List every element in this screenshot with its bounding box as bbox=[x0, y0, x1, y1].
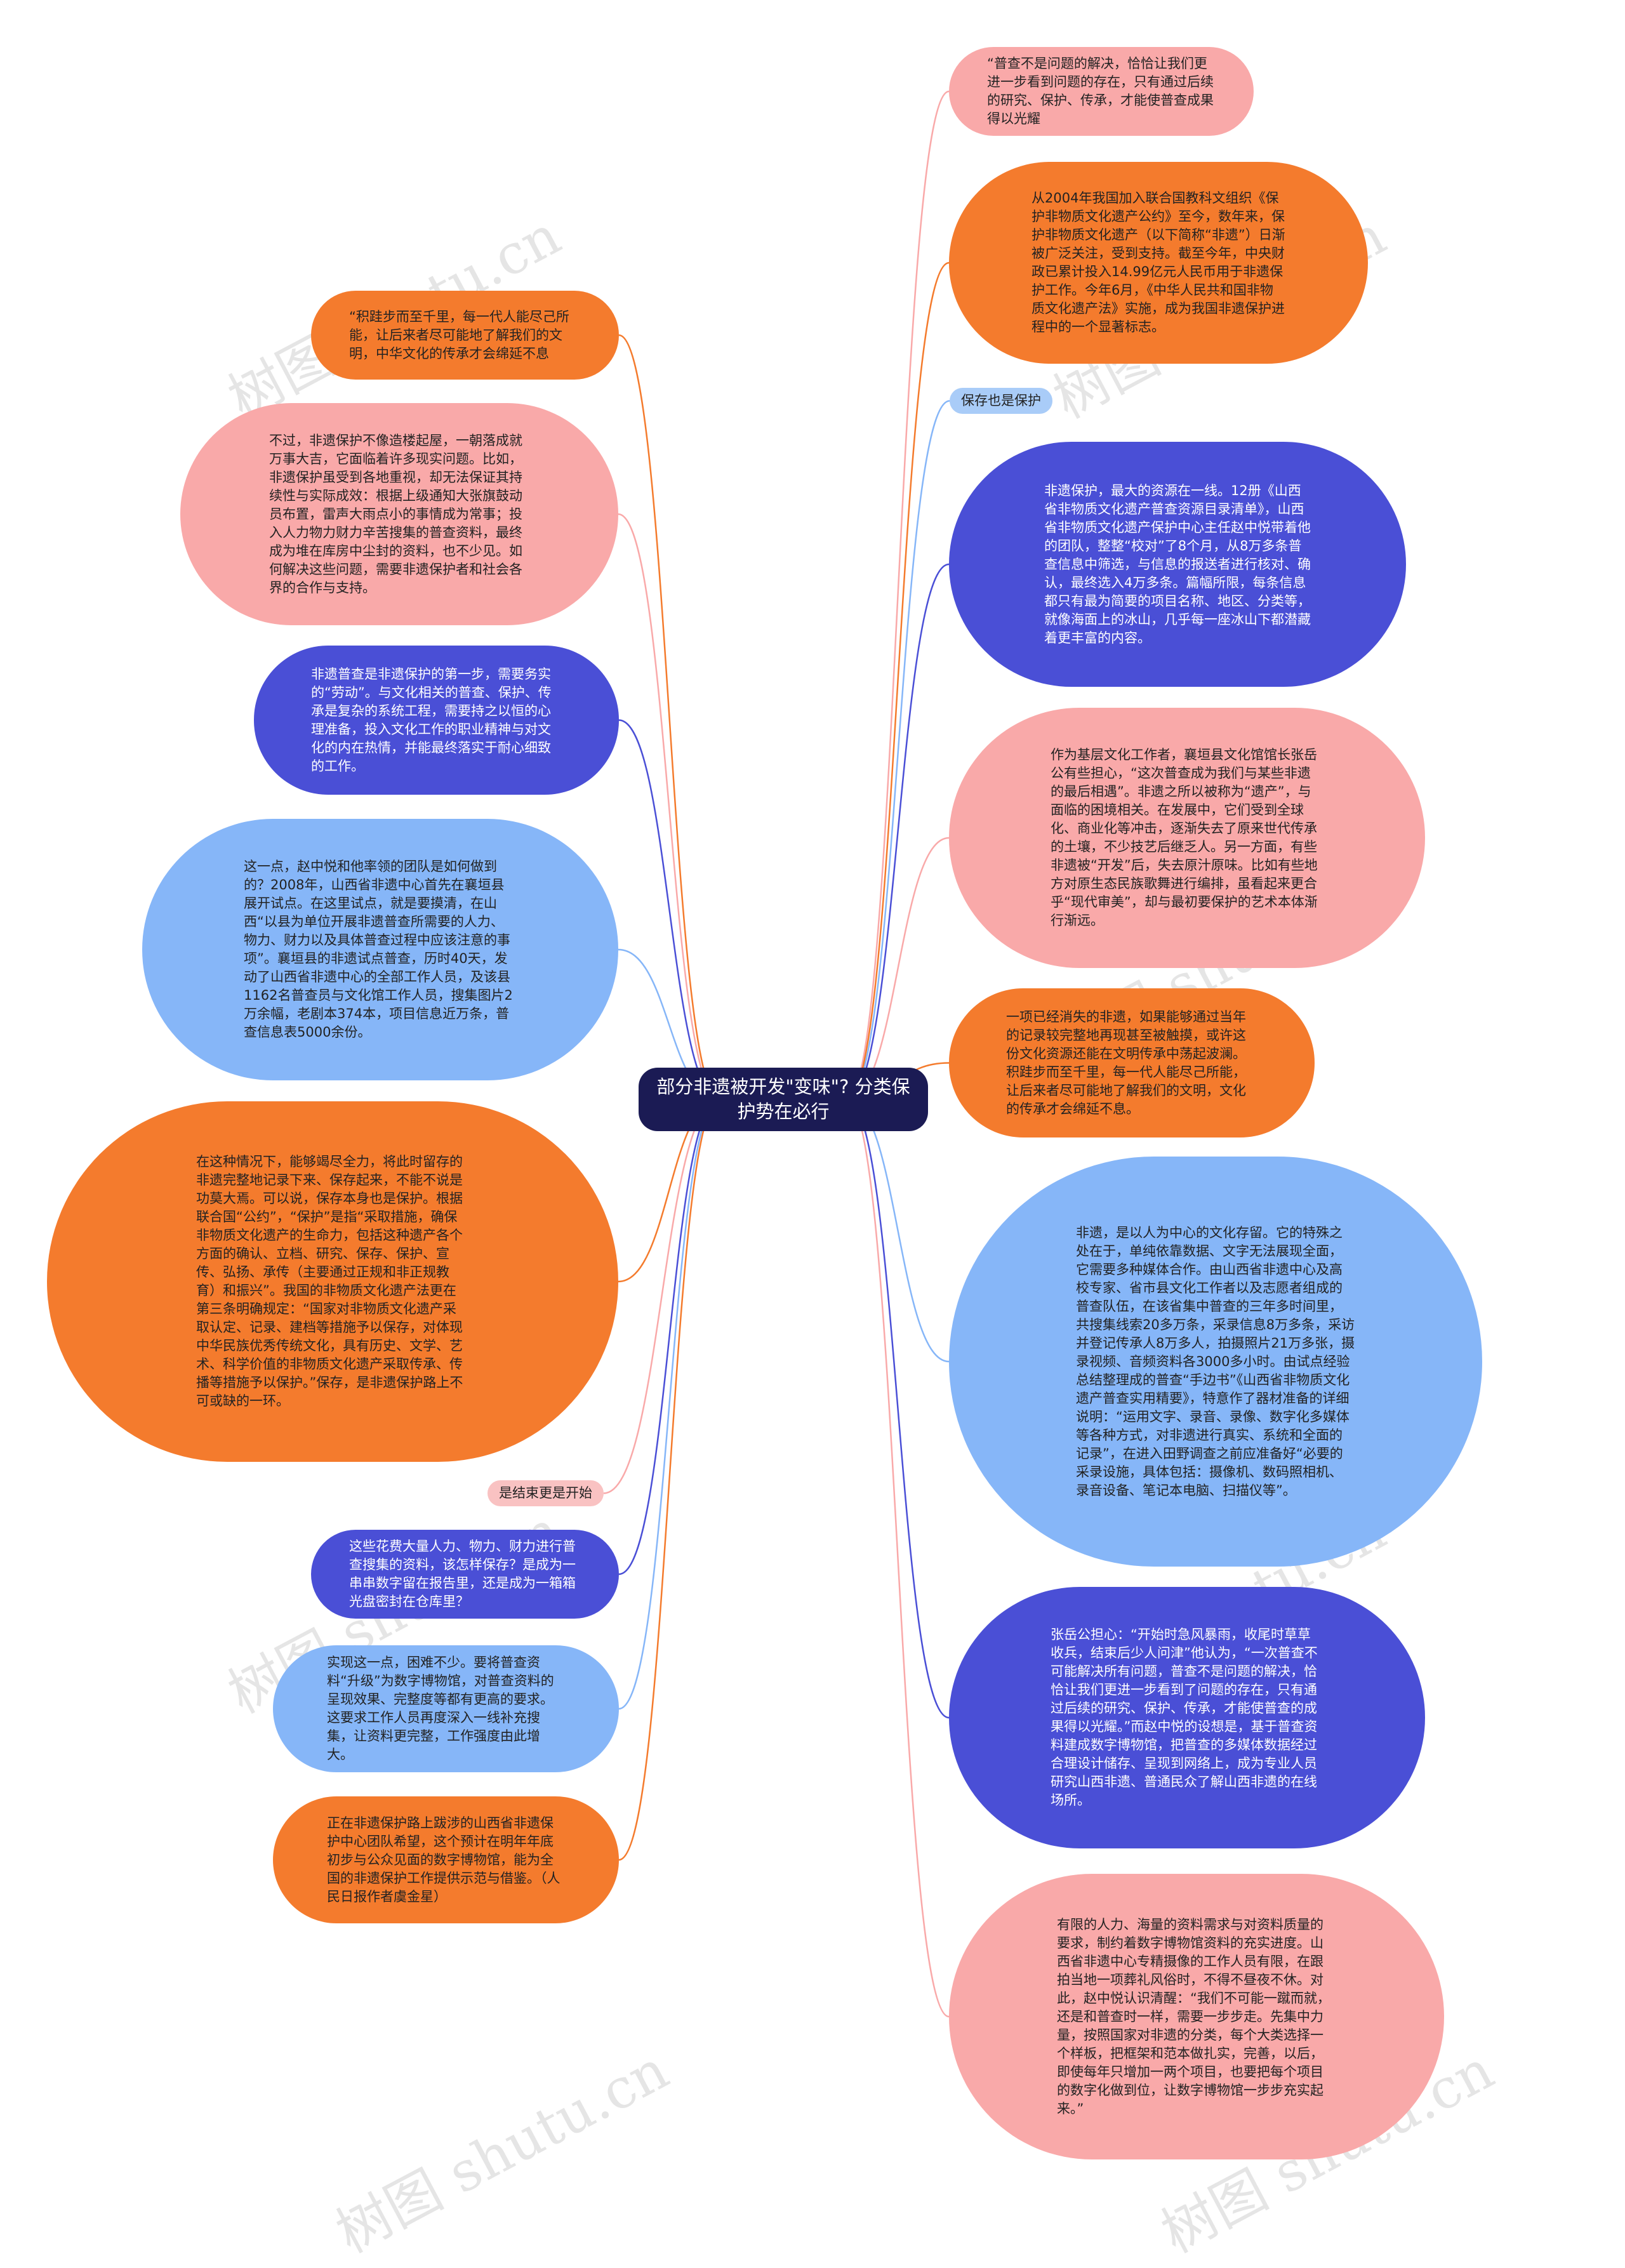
connector-line-5 bbox=[846, 563, 950, 1101]
right-node-4[interactable]: 作为基层文化工作者，襄垣县文化馆馆长张岳公有些担心，“这次普查成为我们与某些非遗… bbox=[949, 708, 1425, 968]
connector-line-8 bbox=[846, 1098, 950, 1363]
connector-line-13 bbox=[618, 719, 720, 1101]
connector-line-18 bbox=[618, 1098, 720, 1861]
right-node-5[interactable]: 一项已经消失的非遗，如果能够通过当年的记录较完整地再现甚至被触摸，或许这份文化资… bbox=[949, 988, 1315, 1137]
right-node-8[interactable]: 有限的人力、海量的资料需求与对资料质量的要求，制约着数字博物馆资料的充实进度。山… bbox=[949, 1874, 1444, 2159]
connector-line-12 bbox=[618, 513, 720, 1101]
left-node-7[interactable]: 实现这一点，困难不少。要将普查资料“升级”为数字博物馆，对普查资料的呈现效果、完… bbox=[273, 1645, 619, 1772]
connector-line-3 bbox=[846, 90, 950, 1101]
center-topic[interactable]: 部分非遗被开发"变味"? 分类保护势在必行 bbox=[639, 1068, 928, 1131]
connector-line-10 bbox=[846, 1098, 950, 2018]
right-node-6[interactable]: 非遗，是以人为中心的文化存留。它的特殊之处在于，单纯依靠数据、文字无法展现全面，… bbox=[949, 1157, 1482, 1567]
left-node-5[interactable]: 在这种情况下，能够竭尽全力，将此时留存的非遗完整地记录下来、保存起来，不能不说是… bbox=[47, 1101, 618, 1462]
left-node-1[interactable]: “积跬步而至千里，每一代人能尽己所能，让后来者尽可能地了解我们的文明，中华文化的… bbox=[311, 291, 619, 380]
connector-line-4 bbox=[846, 262, 950, 1101]
left-node-6[interactable]: 这些花费大量人力、物力、财力进行普查搜集的资料，该怎样保存？是成为一串串数字留在… bbox=[311, 1530, 619, 1619]
connector-line-9 bbox=[846, 1098, 950, 1719]
connector-line-6 bbox=[846, 837, 950, 1101]
right-node-1[interactable]: “普查不是问题的解决，恰恰让我们更进一步看到问题的存在，只有通过后续的研究、保护… bbox=[949, 47, 1254, 136]
left-node-3[interactable]: 非遗普查是非遗保护的第一步，需要务实的“劳动”。与文化相关的普查、保护、传承是复… bbox=[254, 646, 619, 795]
right-node-3[interactable]: 非遗保护，最大的资源在一线。12册《山西省非物质文化遗产普查资源目录清单》，山西… bbox=[949, 442, 1406, 687]
right-node-2[interactable]: 从2004年我国加入联合国教科文组织《保护非物质文化遗产公约》至今，数年来，保护… bbox=[949, 162, 1368, 364]
connector-line-17 bbox=[618, 1098, 720, 1710]
right-node-7[interactable]: 张岳公担心：“开始时急风暴雨，收尾时草草收兵，结束后少人问津”他认为，“一次普查… bbox=[949, 1587, 1425, 1848]
tag-protect[interactable]: 保存也是保护 bbox=[950, 388, 1052, 414]
connector-line-1 bbox=[846, 400, 950, 1101]
left-node-8[interactable]: 正在非遗保护路上跋涉的山西省非遗保护中心团队希望，这个预计在明年年底初步与公众见… bbox=[273, 1796, 619, 1923]
connector-line-11 bbox=[618, 334, 720, 1101]
tag-end-start[interactable]: 是结束更是开始 bbox=[488, 1480, 604, 1506]
connector-line-16 bbox=[618, 1098, 720, 1575]
left-node-2[interactable]: 不过，非遗保护不像造楼起屋，一朝落成就万事大吉，它面临着许多现实问题。比如，非遗… bbox=[180, 403, 618, 625]
left-node-4[interactable]: 这一点，赵中悦和他率领的团队是如何做到的？2008年，山西省非遗中心首先在襄垣县… bbox=[142, 819, 618, 1080]
connector-line-2 bbox=[603, 1098, 720, 1494]
